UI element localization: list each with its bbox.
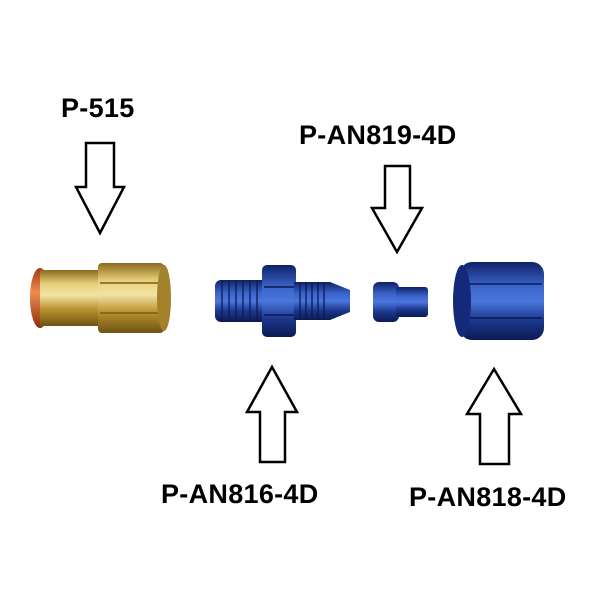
an819-blue-sleeve	[373, 282, 428, 322]
part-label-an819: P-AN819-4D	[299, 120, 457, 150]
part-label-an816: P-AN816-4D	[161, 479, 319, 509]
an816-blue-adapter	[215, 265, 350, 337]
part-label-an818: P-AN818-4D	[409, 482, 567, 512]
part-label-p515: P-515	[61, 93, 135, 123]
an818-blue-nut	[453, 262, 544, 340]
arrow-down-icon	[73, 141, 127, 236]
p515-brass-fitting	[30, 263, 171, 333]
arrow-up-icon	[244, 364, 300, 464]
arrow-up-icon	[464, 366, 524, 466]
arrow-down-icon	[369, 164, 425, 255]
